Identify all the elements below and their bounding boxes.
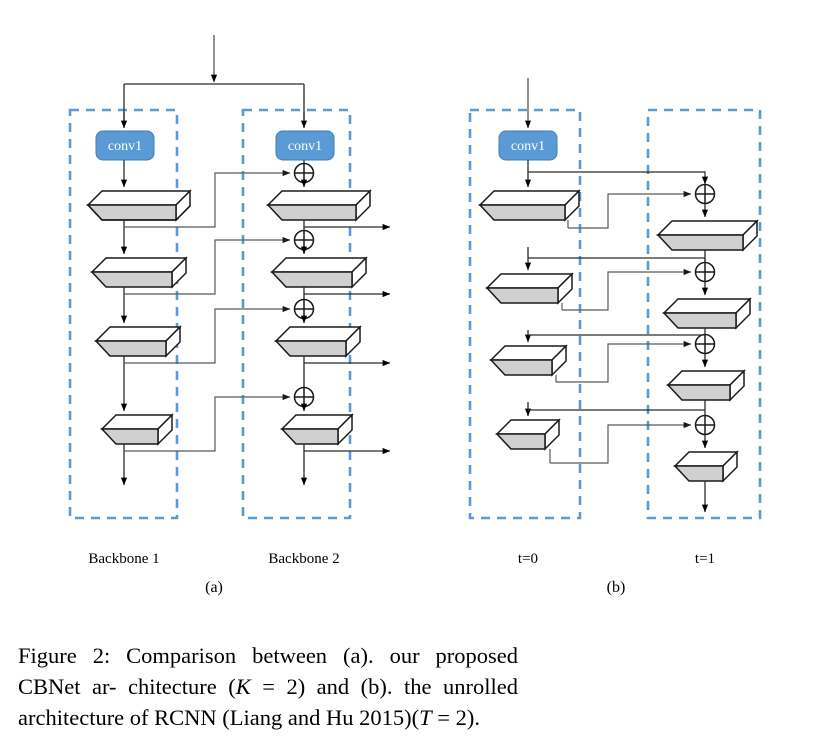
t1-stage-3-slab [666,369,746,402]
backbone-2-stage-2-slab [270,256,368,289]
panel-a-link-s1-to-adder2 [124,236,291,295]
t1-stage-2-slab [662,297,752,330]
backbone-2-label: Backbone 2 [268,551,339,567]
panel-a-adder-4 [293,386,315,408]
backbone-1-stage-4-slab [100,413,174,446]
panel-b-adder-3 [694,333,716,355]
t1-stage-1-slab [656,219,759,252]
caption-line-3-post: = 2). [431,705,480,730]
backbone-2-stage-4-slab [280,413,354,446]
t0-stage-1-slab [478,189,581,222]
caption-line-3-pre: RCNN (Liang and Hu 2015)( [154,705,420,730]
t0-label: t=0 [518,551,538,567]
panel-a-adder-3 [293,298,315,320]
conv1-label: conv1 [511,139,545,154]
t0-stage-4-slab [495,418,561,451]
panel-b-link-s4-to-adder4 [550,421,692,464]
panel-b-ff-s1-to-adder2 [528,257,706,262]
t1-dashed-box [646,108,762,520]
backbone-2-dashed-box [241,108,352,520]
conv1-label: conv1 [108,139,142,154]
backbone-1-stage-2-slab [90,256,188,289]
panel-b-adder-1 [694,183,716,205]
t0-stage-3-slab [489,344,568,377]
panel-b-link-s3-to-adder3 [556,340,692,383]
panel-a-link-conv-to-adder1 [124,169,291,228]
panel-a-conv1-backbone-1: conv1 [95,130,155,161]
backbone-1-stage-3-slab [94,325,182,358]
caption-line-2-pre: chitecture ( [128,674,236,699]
panel-b-sublabel: (b) [607,579,626,596]
panel-a-input-split [123,83,305,124]
t0-dashed-box [468,108,582,520]
figure-diagram: conv1 conv1 [68,35,762,596]
panel-b-ff-conv-to-adder1 [528,171,709,185]
panel-a-conv1-backbone-2: conv1 [275,130,335,161]
panel-a-adder-1 [293,162,315,184]
panel-b-adder-2 [694,261,716,283]
conv1-label: conv1 [288,139,322,154]
panel-a-link-s3-to-adder4 [124,393,291,452]
figure-caption: Figure 2: Comparison between (a). our pr… [18,640,518,733]
panel-b: conv1 [468,78,762,596]
t0-stage-2-slab [485,272,574,305]
panel-b-conv1: conv1 [498,130,558,161]
panel-b-adder-4 [694,414,716,436]
caption-line-2-post: = 2) and (b). the unrolled architecture … [18,674,519,730]
caption-symbol-k: K [235,674,251,699]
panel-a: conv1 conv1 [68,35,391,596]
t1-label: t=1 [695,551,715,567]
panel-b-link-s1-to-adder1 [568,190,692,229]
backbone-1-label: Backbone 1 [88,551,159,567]
backbone-2-stage-3-slab [274,325,362,358]
panel-a-adder-2 [293,229,315,251]
panel-b-link-s2-to-adder2 [562,268,692,311]
panel-a-sublabel: (a) [205,579,223,596]
t1-stage-4-slab [673,450,739,483]
caption-line-1: Figure 2: Comparison between (a). our pr… [18,643,518,699]
panel-a-link-s2-to-adder3 [124,305,291,364]
backbone-2-stage-1-slab [266,189,372,222]
backbone-1-stage-1-slab [86,189,192,222]
caption-symbol-t: T [419,705,432,730]
